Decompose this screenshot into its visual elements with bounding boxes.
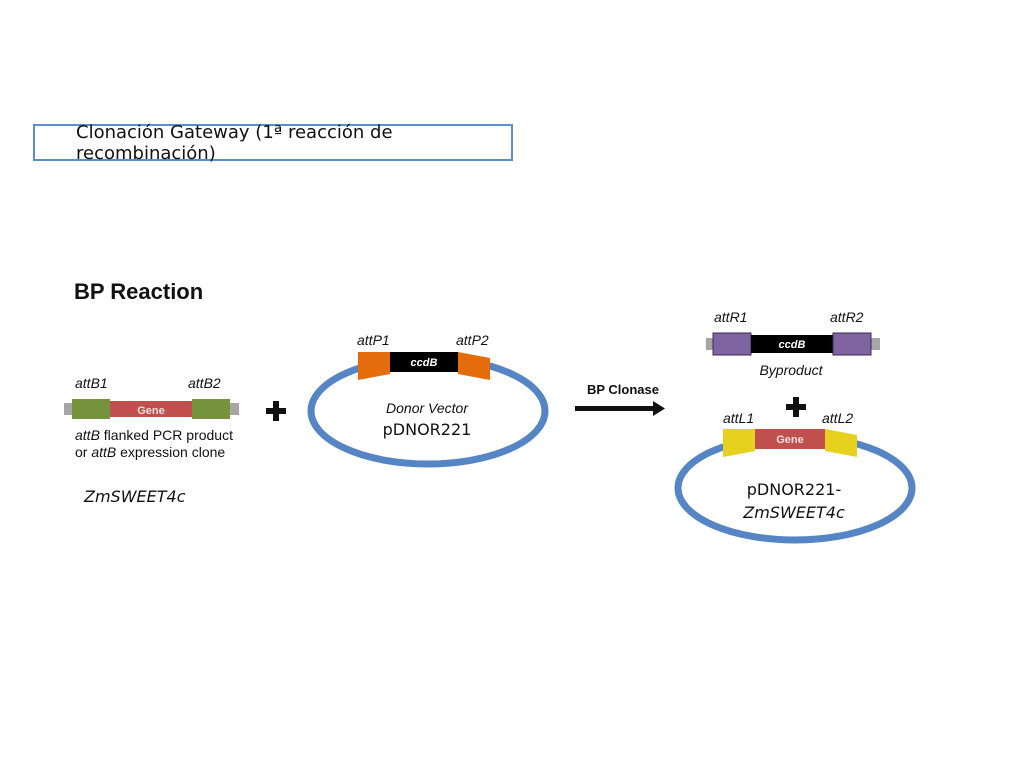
attb2-label: attB2 <box>188 375 221 391</box>
donor-name: pDNOR221 <box>383 420 472 439</box>
entry-name-line1: pDNOR221- <box>747 480 841 499</box>
title-text: Clonación Gateway (1ª reacción de recomb… <box>76 121 393 164</box>
attl2-label: attL2 <box>822 410 853 426</box>
byproduct-ccdb-label: ccdB <box>779 339 806 351</box>
donor-ccdb <box>390 352 458 372</box>
attb1-site <box>72 399 110 419</box>
entry-gene-label: Gene <box>776 434 804 446</box>
insert-caption-line1: attB flanked PCR product <box>75 427 233 443</box>
attl1-site <box>723 429 755 457</box>
insert-gene-label: Gene <box>137 405 165 417</box>
enzyme-label: BP Clonase <box>587 382 659 397</box>
attr1-label: attR1 <box>714 309 747 325</box>
byproduct: ccdB attR1 attR2 Byproduct <box>706 309 880 378</box>
entry-name-line2: ZmSWEET4c <box>742 503 845 522</box>
arrow-right-icon <box>575 401 665 416</box>
insert-gene-name: ZmSWEET4c <box>83 487 186 506</box>
attl2-site <box>825 429 857 457</box>
donor-vector: ccdB attP1 attP2 Donor Vector pDNOR221 <box>307 332 549 468</box>
entry-clone: Gene attL1 attL2 pDNOR221- ZmSWEET4c <box>674 410 916 544</box>
attl1-label: attL1 <box>723 410 754 426</box>
attr2-site <box>832 332 872 356</box>
attb2-site <box>192 399 230 419</box>
plus-icon <box>786 397 806 417</box>
attp2-site <box>458 352 490 380</box>
donor-caption: Donor Vector <box>386 400 469 416</box>
plus-icon <box>266 401 286 421</box>
attb1-label: attB1 <box>75 375 108 391</box>
entry-gene <box>755 429 825 449</box>
donor-ccdb-label: ccdB <box>411 357 438 369</box>
byproduct-ccdb <box>751 335 833 353</box>
attr1-site <box>712 332 752 356</box>
byproduct-caption: Byproduct <box>759 362 823 378</box>
attp1-label: attP1 <box>357 332 390 348</box>
attr2-label: attR2 <box>830 309 864 325</box>
title-box: Clonación Gateway (1ª reacción de recomb… <box>33 121 513 164</box>
attp2-label: attP2 <box>456 332 489 348</box>
heading: BP Reaction <box>74 279 203 304</box>
insert-gene <box>110 401 192 417</box>
attp1-site <box>358 352 390 380</box>
insert-caption-line2: or attB expression clone <box>75 444 225 460</box>
attb-insert: Gene attB1 attB2 attB flanked PCR produc… <box>64 375 239 506</box>
